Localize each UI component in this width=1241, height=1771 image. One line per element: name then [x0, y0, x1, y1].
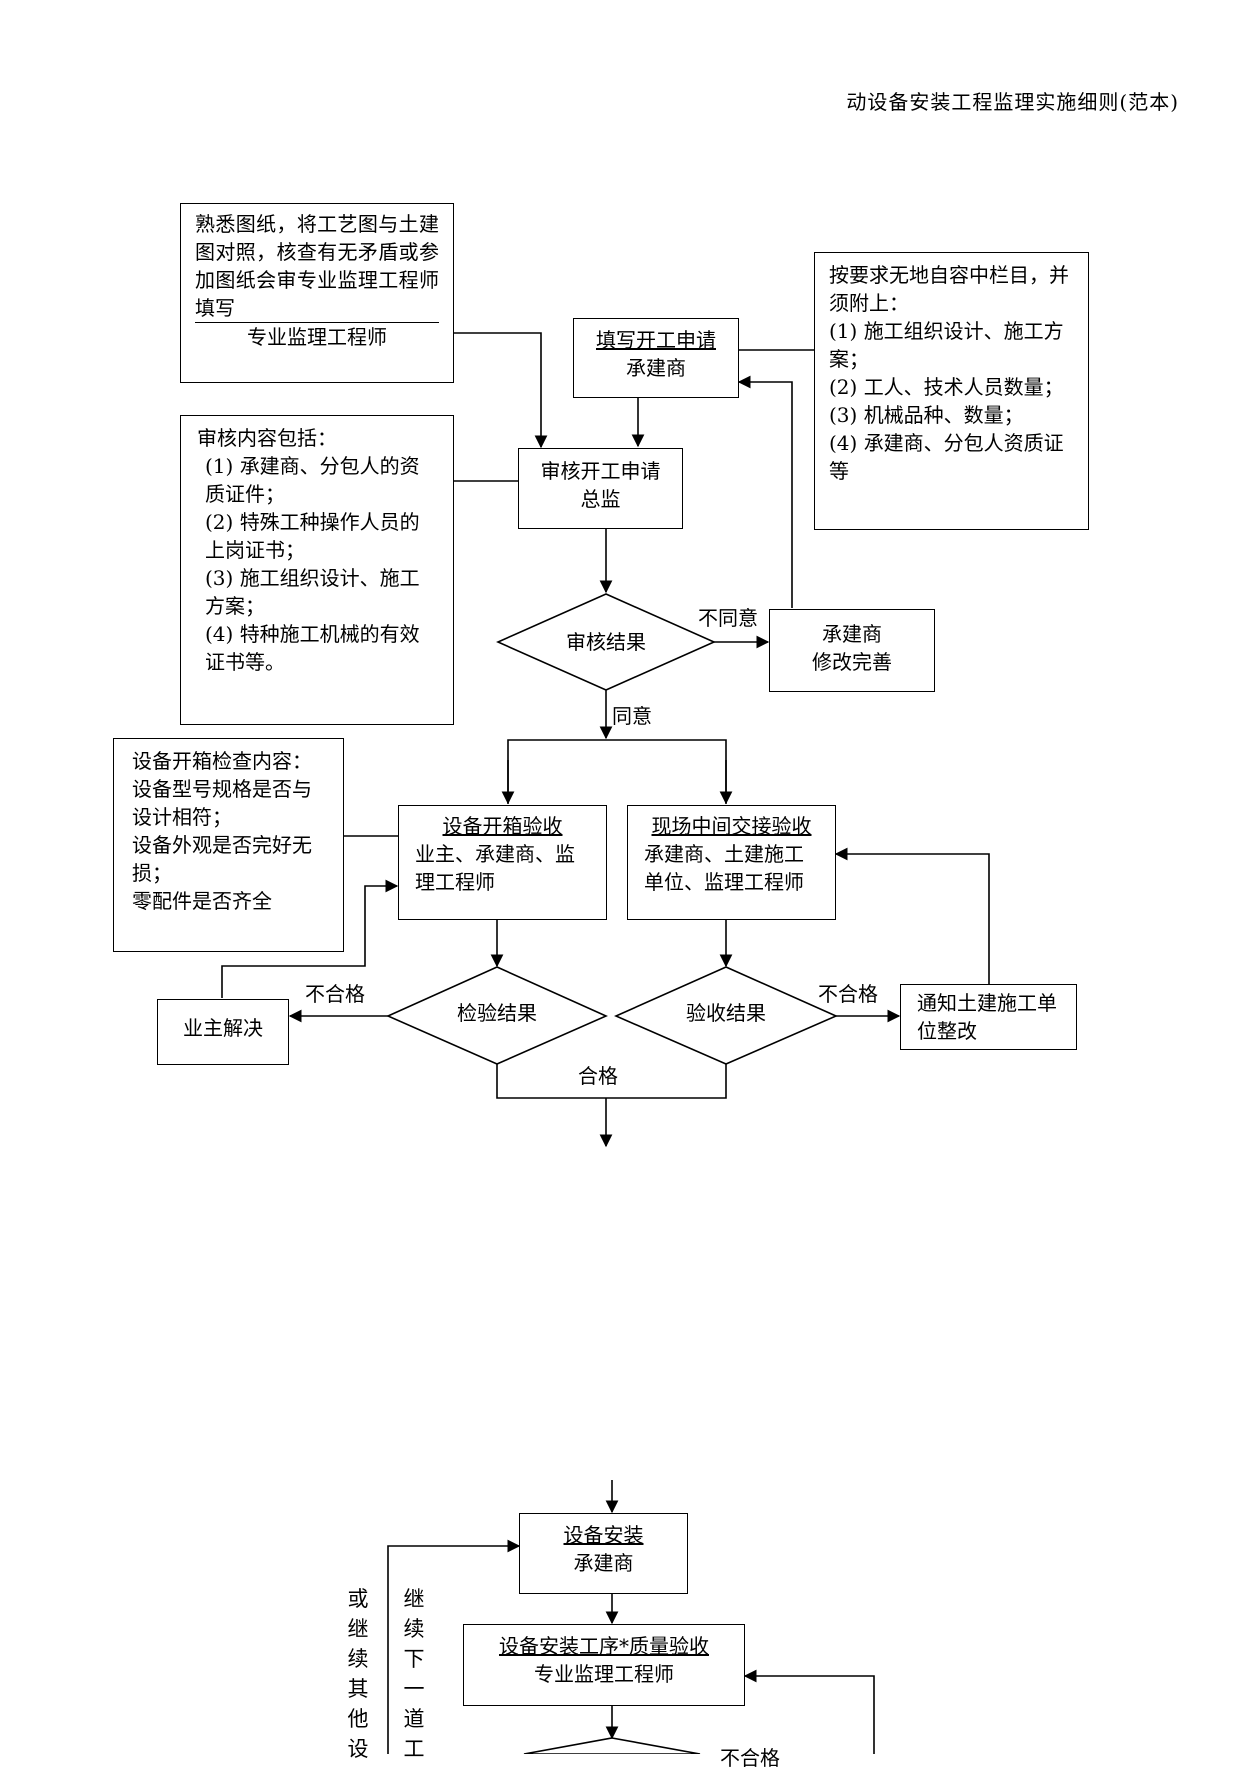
box-unboxing-content: 设备开箱检查内容： 设备型号规格是否与设计相符； 设备外观是否完好无损； 零配件…	[113, 738, 344, 952]
edge-label-pass: 合格	[578, 1064, 618, 1088]
diamond-inspection-result	[386, 966, 608, 1065]
edge-owner-to-unbox	[221, 879, 399, 998]
unboxing-acceptance-title: 设备开箱验收	[442, 814, 563, 838]
review-content-intro: 审核内容包括：	[197, 426, 337, 450]
review-result-label: 审核结果	[566, 630, 646, 654]
side-text-continue-next: 继续下一道工	[403, 1587, 425, 1761]
edge-loop-to-install	[387, 1539, 521, 1754]
fill-application-role: 承建商	[626, 356, 686, 380]
acceptance-result-label: 验收结果	[686, 1001, 766, 1025]
edge-label-disagree: 不同意	[698, 606, 758, 630]
review-content-item-2: (2) 特殊工种操作人员的上岗证书；	[205, 510, 420, 562]
edge-label-agree: 同意	[612, 704, 652, 728]
review-application-title: 审核开工申请	[540, 459, 661, 483]
unboxing-acceptance-role: 业主、承建商、监理工程师	[415, 842, 575, 894]
unboxing-content-intro: 设备开箱检查内容：	[132, 749, 312, 773]
process-quality-title: 设备安装工序*质量验收	[499, 1634, 709, 1658]
edge-civil-to-handover	[834, 847, 990, 984]
box-fill-application: 填写开工申请 承建商	[573, 318, 739, 398]
unboxing-content-item-1: 设备型号规格是否与设计相符；	[132, 777, 312, 829]
diamond-review-result	[496, 593, 716, 691]
review-drawings-text: 熟悉图纸，将工艺图与土建图对照，核查有无矛盾或参加图纸会审专业监理工程师填写	[195, 210, 439, 323]
box-handover-acceptance: 现场中间交接验收 承建商、土建施工单位、监理工程师	[627, 805, 836, 920]
review-drawings-role: 专业监理工程师	[247, 325, 387, 349]
owner-resolve-label: 业主解决	[183, 1016, 263, 1040]
box-equipment-install: 设备安装 承建商	[519, 1513, 688, 1594]
box-review-drawings: 熟悉图纸，将工艺图与土建图对照，核查有无矛盾或参加图纸会审专业监理工程师填写 专…	[180, 203, 454, 383]
unboxing-content-item-2: 设备外观是否完好无损；	[132, 833, 312, 885]
edge-fix-to-fill	[737, 375, 793, 608]
inspection-result-label: 检验结果	[457, 1001, 537, 1025]
box-review-content: 审核内容包括： (1) 承建商、分包人的资质证件； (2) 特殊工种操作人员的上…	[180, 415, 454, 725]
contractor-fix-line2: 修改完善	[812, 650, 892, 674]
unboxing-content-item-3: 零配件是否齐全	[132, 889, 272, 913]
requirements-item-1: (1) 施工组织设计、施工方案；	[829, 319, 1064, 371]
handover-acceptance-title: 现场中间交接验收	[651, 814, 812, 838]
edge-split	[507, 739, 727, 804]
box-process-quality: 设备安装工序*质量验收 专业监理工程师	[463, 1624, 745, 1706]
equipment-install-role: 承建商	[573, 1551, 634, 1575]
page-header: 动设备安装工程监理实施细则(范本)	[846, 90, 1179, 114]
review-content-item-1: (1) 承建商、分包人的资质证件；	[205, 454, 420, 506]
contractor-fix-line1: 承建商	[822, 622, 882, 646]
review-content-item-4: (4) 特种施工机械的有效证书等。	[205, 622, 420, 674]
diamond-bottom-result	[523, 1737, 701, 1754]
edge-label-fail-left: 不合格	[305, 982, 365, 1006]
edge-quality-feedback	[743, 1669, 875, 1754]
box-review-application: 审核开工申请 总监	[518, 448, 683, 529]
requirements-item-2: (2) 工人、技术人员数量；	[829, 375, 1064, 399]
edge-drawings-to-review	[454, 332, 548, 449]
requirements-item-3: (3) 机械品种、数量；	[829, 403, 1024, 427]
notify-civil-text: 通知土建施工单位整改	[917, 991, 1057, 1043]
review-content-item-3: (3) 施工组织设计、施工方案；	[205, 566, 420, 618]
side-text-continue-other: 或继续其他设	[347, 1587, 369, 1761]
equipment-install-title: 设备安装	[563, 1523, 644, 1547]
box-unboxing-acceptance: 设备开箱验收 业主、承建商、监理工程师	[398, 805, 607, 920]
requirements-intro: 按要求无地自容中栏目，并须附上：	[829, 263, 1069, 315]
handover-acceptance-role: 承建商、土建施工单位、监理工程师	[644, 842, 804, 894]
process-quality-role: 专业监理工程师	[534, 1662, 674, 1686]
fill-application-title: 填写开工申请	[596, 328, 716, 352]
edge-label-fail-bottom: 不合格	[720, 1746, 780, 1770]
box-owner-resolve: 业主解决	[157, 999, 289, 1065]
diamond-acceptance-result	[614, 966, 838, 1065]
box-contractor-fix: 承建商 修改完善	[769, 609, 935, 692]
box-fill-requirements: 按要求无地自容中栏目，并须附上： (1) 施工组织设计、施工方案； (2) 工人…	[814, 252, 1089, 530]
edge-pass-merge	[496, 1064, 727, 1099]
edge-label-fail-right: 不合格	[818, 982, 878, 1006]
requirements-item-4: (4) 承建商、分包人资质证等	[829, 431, 1064, 483]
review-application-role: 总监	[580, 487, 621, 511]
box-notify-civil: 通知土建施工单位整改	[900, 984, 1077, 1050]
